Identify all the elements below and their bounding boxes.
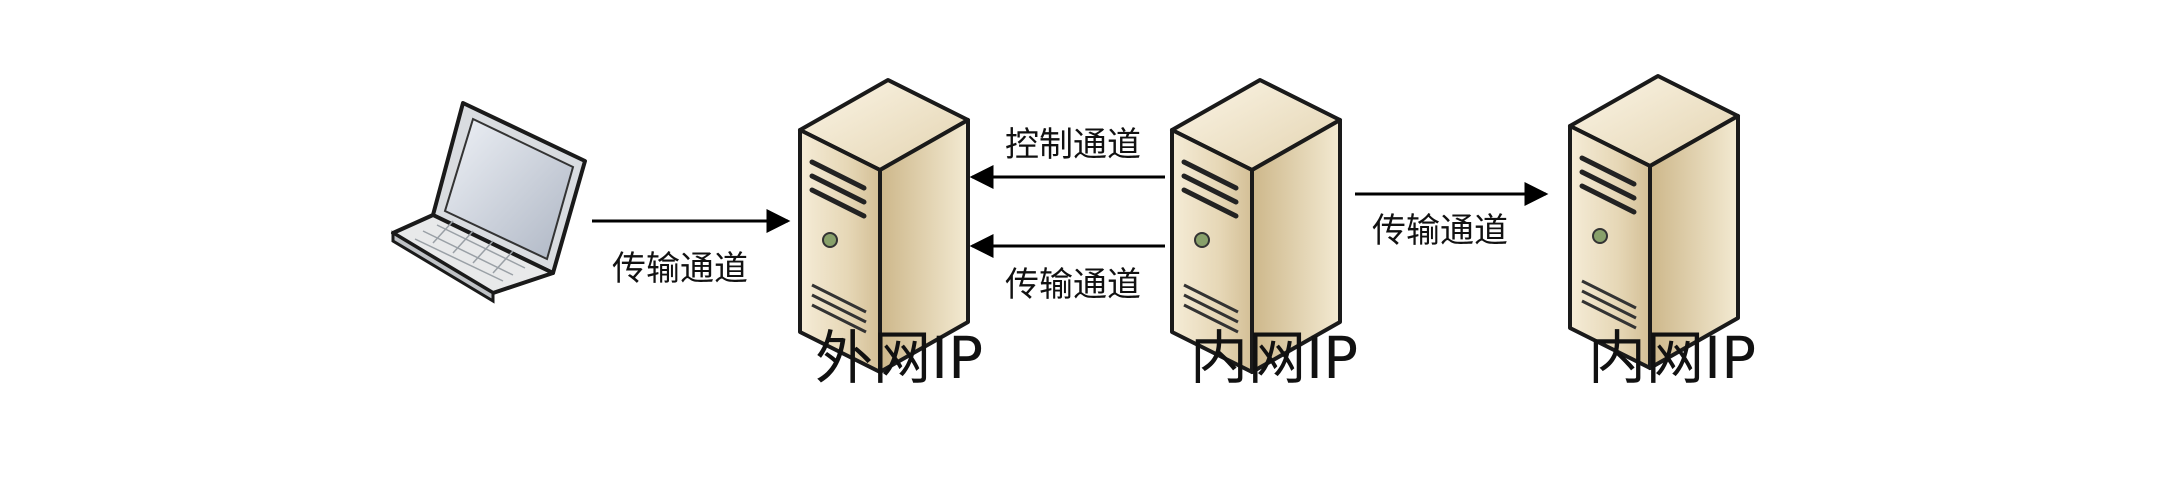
node-label-external: 外网IP: [815, 324, 983, 392]
node-label-internal-2: 内网IP: [1588, 324, 1756, 392]
edge-label-transfer-channel-back: 传输通道: [1005, 265, 1141, 305]
edge-label-control-channel: 控制通道: [1005, 125, 1141, 165]
laptop-icon: [391, 101, 587, 304]
edge-label-internal-to-internal: 传输通道: [1372, 211, 1508, 251]
edge-label-laptop-to-external: 传输通道: [612, 249, 748, 289]
node-label-internal-1: 内网IP: [1190, 324, 1358, 392]
